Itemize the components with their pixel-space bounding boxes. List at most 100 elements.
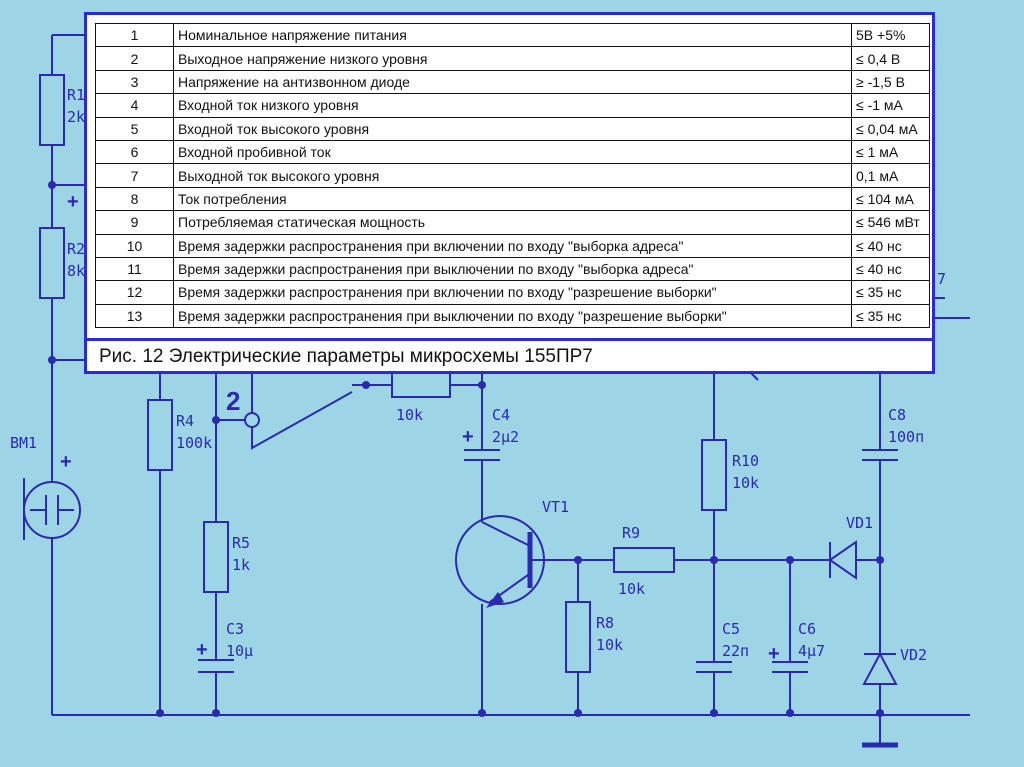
right-opamp-label: 7 [937,270,946,288]
parameter-value: ≤ 35 нс [851,303,930,329]
parameter-name: Потребляемая статическая мощность [173,210,852,235]
opamp-2-body [251,372,353,450]
row-number: 8 [95,186,174,212]
junction-dot [710,556,718,564]
resistor-r9 [613,547,675,573]
parameter-name: Напряжение на антизвонном диоде [173,69,852,95]
parameter-value: ≤ 40 нс [851,233,930,258]
diode-vd1 [828,540,857,580]
r2-label: R2 [67,240,85,258]
parameter-name: Время задержки распространения при включ… [173,280,852,305]
vt1-label: VT1 [542,498,569,516]
vd2-label: VD2 [900,646,927,664]
c6-value: 4μ7 [798,642,825,660]
r4-label: R4 [176,412,194,430]
r2-value: 8k [67,262,85,280]
c3-label: C3 [226,620,244,638]
parameter-value: 0,1 мА [851,163,930,188]
row-number: 13 [95,303,174,329]
row-number: 2 [95,46,174,71]
junction-dot [156,709,164,717]
r10-value: 10k [732,474,759,492]
parameter-value: ≤ 0,04 мА [851,116,930,141]
parameter-name: Выходное напряжение низкого уровня [173,46,852,71]
diode-vd2 [862,651,898,685]
resistor-r4 [147,399,173,471]
parameter-name: Входной ток высокого уровня [173,116,852,141]
vd1-label: VD1 [846,514,873,532]
resistor-r2 [39,227,65,299]
panel-divider [87,338,932,341]
c3-plus: + [196,639,208,661]
parameter-value: ≤ 1 мА [851,139,930,165]
bm1-plus: + [60,451,72,473]
c4-label: C4 [492,406,510,424]
cap-gap [198,660,234,672]
c4-value: 2μ2 [492,428,519,446]
junction-dot [478,709,486,717]
junction-dot [212,416,220,424]
junction-dot [48,356,56,364]
parameter-name: Время задержки распространения при выклю… [173,303,852,329]
r3-value: 10k [396,406,423,424]
junction-dot [786,709,794,717]
c6-label: C6 [798,620,816,638]
row-number: 11 [95,256,174,282]
row-number: 5 [95,116,174,141]
row-number: 3 [95,69,174,95]
resistor-r8 [565,601,591,673]
parameter-value: ≤ 40 нс [851,256,930,282]
r1-value: 2k [67,108,85,126]
c5-label: C5 [722,620,740,638]
row-number: 4 [95,93,174,118]
resistor-r5 [203,521,229,593]
cap-gap [862,450,898,460]
c5-value: 22п [722,642,749,660]
parameter-value: ≤ 0,4 В [851,46,930,71]
row-number: 6 [95,139,174,165]
opamp-inverting-bubble [244,412,260,428]
r9-value: 10k [618,580,645,598]
resistor-r10 [701,439,727,511]
parameter-name: Номинальное напряжение питания [173,22,852,48]
parameter-name: Выходной ток высокого уровня [173,163,852,188]
parameter-name: Ток потребления [173,186,852,212]
r8-value: 10k [596,636,623,654]
emitter-arrow [486,592,504,608]
resistor-r1 [39,74,65,146]
junction-dot [48,181,56,189]
junction-dot [710,709,718,717]
cap-gap [772,662,808,672]
junction-dot [786,556,794,564]
junction-dot [212,709,220,717]
row-number: 10 [95,233,174,258]
r5-value: 1k [232,556,250,574]
r9-label: R9 [622,524,640,542]
junction-dot [362,381,370,389]
junction-dot [574,709,582,717]
parameter-name: Время задержки распространения при выклю… [173,256,852,282]
cap-gap [696,662,732,672]
cap-gap [464,450,500,460]
r8-label: R8 [596,614,614,632]
row-number: 7 [95,163,174,188]
parameter-value: 5В +5% [851,22,930,48]
parameter-value: ≤ -1 мА [851,93,930,118]
plus-sign: + [67,191,79,213]
parameter-name: Входной ток низкого уровня [173,93,852,118]
opamp-2-label: 2 [226,386,240,416]
row-number: 9 [95,210,174,235]
parameter-name: Время задержки распространения при включ… [173,233,852,258]
c3-value: 10μ [226,642,253,660]
c8-label: C8 [888,406,906,424]
